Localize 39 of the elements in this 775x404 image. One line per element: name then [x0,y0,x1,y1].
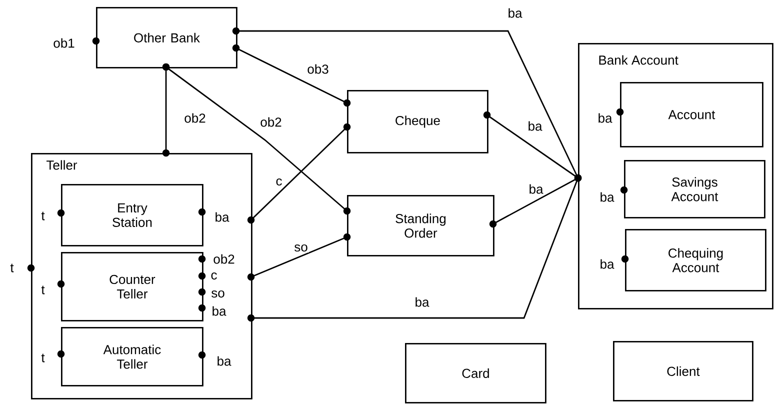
component-box: Standing Order [347,195,494,256]
connector [489,174,582,228]
component-box: Chequing Account [625,229,766,292]
port-label: ob2 [214,254,234,264]
edge-label: ob2 [183,112,207,124]
component-box: Client [613,341,754,402]
port-label: t [41,354,45,362]
connector [247,233,351,281]
port-label: so [212,290,224,298]
edge-label: ba [526,120,544,132]
port-label: ba [600,192,614,202]
edge-label: ba [506,7,524,19]
edge-label: c [274,177,284,187]
component-box: Entry Station [61,184,204,246]
component-box: Automatic Teller [61,327,204,386]
component-box: Card [405,343,546,404]
port-label: ob1 [54,38,74,48]
port-label: ba [216,212,230,222]
port-label: ba [218,356,232,366]
component-box: Counter Teller [61,252,204,322]
edge-label: ob3 [306,63,330,75]
port-label: ba [598,113,612,123]
port-label: ba [212,306,226,316]
component-box: Other Bank [96,7,238,68]
edge-label: ba [414,296,430,308]
edge-label: ob2 [259,116,283,128]
connector [247,123,351,224]
edge-label: so [293,243,309,253]
component-box: Account [620,82,764,148]
connector [232,44,351,107]
connector [162,63,351,215]
port-label: c [211,272,217,280]
component-box: Cheque [347,90,488,154]
port-label: t [10,264,14,272]
port-label: t [41,212,45,220]
port-label: t [41,286,45,294]
component-box: Savings Account [624,160,766,218]
edge-label: ba [528,183,544,195]
port-label: ba [600,259,614,269]
